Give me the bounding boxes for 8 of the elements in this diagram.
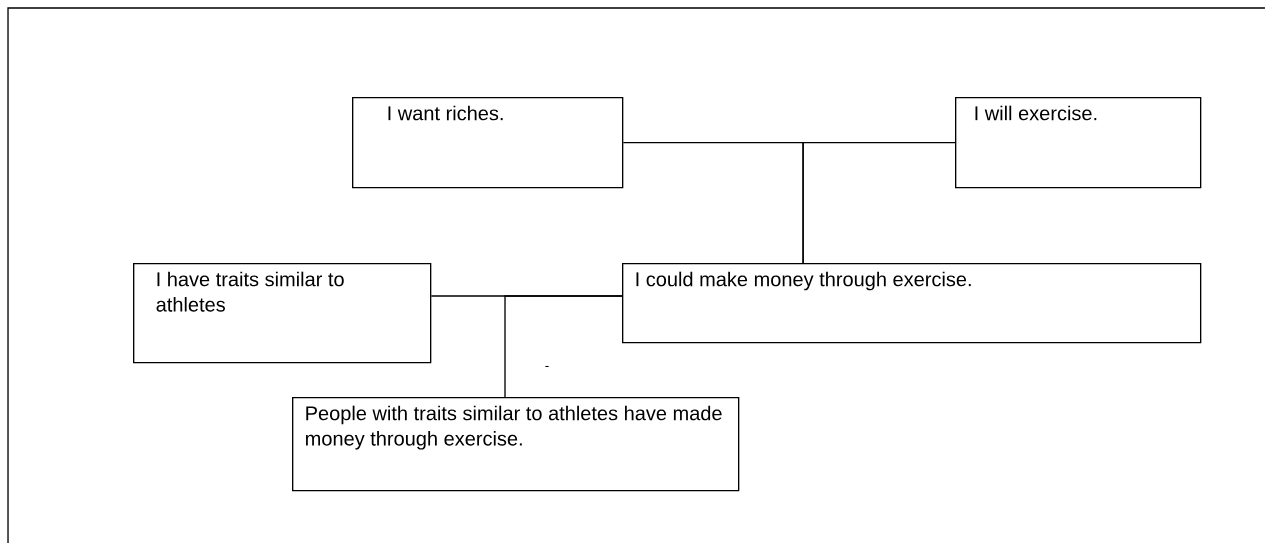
text-box: I will exercise. xyxy=(955,97,1202,189)
text-box: I have traits similar to athletes xyxy=(133,263,432,364)
connector-line xyxy=(504,295,623,398)
note-text: - xyxy=(545,365,549,367)
text-box: People with traits similar to athletes have made money through exercise. xyxy=(292,397,740,492)
text-box: I want riches. xyxy=(352,97,624,189)
text-box: I could make money through exercise. xyxy=(622,263,1202,344)
connector-line xyxy=(802,142,956,264)
